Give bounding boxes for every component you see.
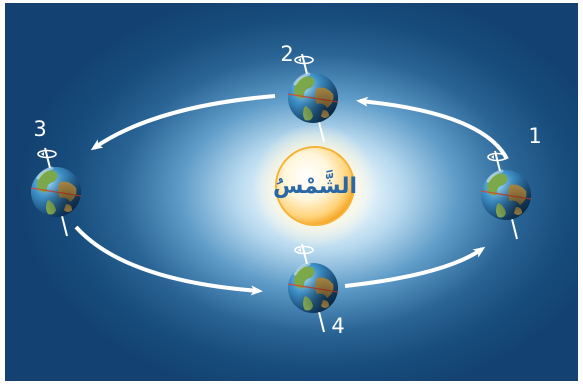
position-number-4: 4	[331, 314, 344, 338]
sun-label: الشَّمْسُ	[273, 169, 357, 199]
orbit-arrow-3-to-4	[74, 225, 263, 296]
orbit-svg: الشَّمْسُ 1 2 3 4	[29, 42, 542, 338]
orbit-arrow-4-to-1	[344, 246, 486, 288]
earth-position-3	[29, 146, 83, 238]
sun: الشَّمْسُ	[253, 124, 377, 248]
orbit-diagram: الشَّمْسُ 1 2 3 4	[5, 3, 578, 381]
earth-position-1	[479, 149, 533, 241]
orbit-arrow-2-to-3	[90, 94, 276, 151]
orbit-arrow-1-to-2	[356, 96, 509, 160]
position-number-2: 2	[280, 42, 293, 66]
position-number-1: 1	[528, 124, 541, 148]
position-number-3: 3	[33, 117, 46, 141]
orbit-arrows	[74, 94, 509, 296]
